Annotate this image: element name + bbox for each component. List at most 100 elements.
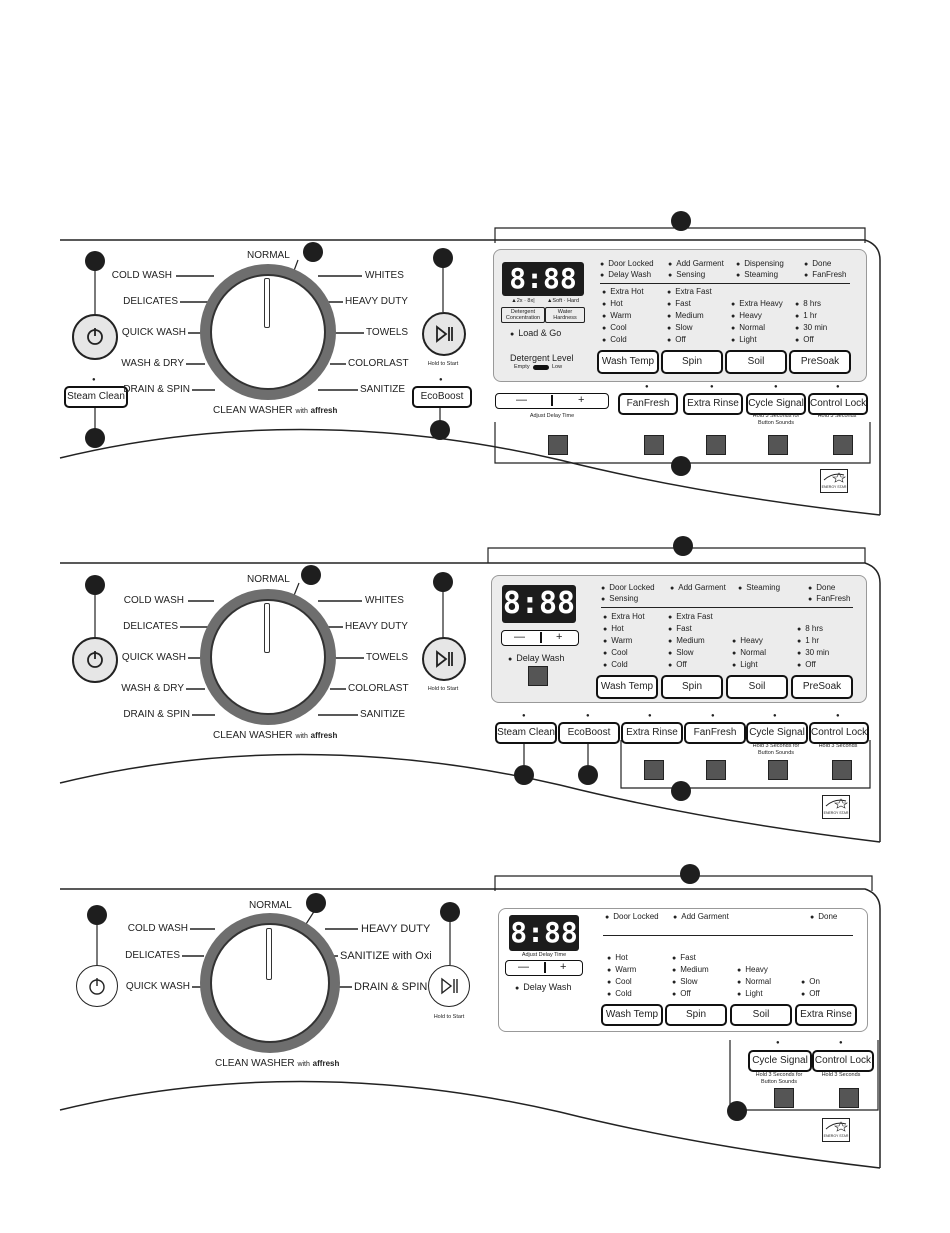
callout-marker — [430, 420, 450, 440]
dial-label-clean-washer: CLEAN WASHER with affresh — [213, 405, 337, 418]
delay-minus-button[interactable]: — — [516, 394, 527, 406]
fanfresh-button[interactable]: FanFresh — [618, 393, 678, 415]
extra-rinse-button[interactable]: Extra Rinse — [683, 393, 743, 415]
delay-plus-button[interactable]: + — [578, 394, 585, 406]
play-pause-icon — [436, 325, 453, 343]
clean-washer-text: CLEAN WASHER — [213, 730, 293, 741]
fanfresh-led: ● — [645, 384, 649, 390]
wash-temp-button[interactable]: Wash Temp — [596, 675, 658, 699]
presoak-button[interactable]: PreSoak — [791, 675, 853, 699]
clean-washer-text: CLEAN WASHER — [213, 405, 293, 416]
steam-clean-button[interactable]: Steam Clean — [495, 722, 557, 744]
hard-scale: ▲Soft · Hard — [546, 298, 580, 304]
cycle-signal-button[interactable]: Cycle Signal — [748, 1050, 812, 1072]
status-door-locked: Door Locked — [605, 912, 658, 923]
status-dispensing: Dispensing — [736, 259, 784, 270]
soil-option: Normal — [737, 977, 771, 988]
dial-label-drain-spin: DRAIN & SPIN — [354, 981, 428, 993]
presoak-button[interactable]: PreSoak — [789, 350, 851, 374]
delay-plus-button[interactable]: + — [556, 631, 563, 643]
delay-plus-button[interactable]: + — [560, 961, 567, 973]
cycle-signal-led: ● — [774, 384, 778, 390]
adjust-delay-control[interactable]: — + — [505, 960, 583, 976]
callout-marker — [85, 575, 105, 595]
display-readout: 8:88 — [509, 915, 579, 951]
callout-marker — [671, 456, 691, 476]
control-lock-led: ● — [839, 1040, 843, 1046]
ecoboost-button[interactable]: EcoBoost — [412, 386, 472, 408]
energy-star-icon — [823, 472, 846, 483]
extra-rinse-button[interactable]: Extra Rinse — [621, 722, 683, 744]
control-lock-button[interactable]: Control Lock — [809, 722, 869, 744]
wash-temp-button[interactable]: Wash Temp — [597, 350, 659, 374]
spin-option: Medium — [668, 636, 704, 647]
button-location-marker — [774, 1088, 794, 1108]
soil-button[interactable]: Soil — [726, 675, 788, 699]
start-pause-button[interactable] — [422, 637, 466, 681]
start-pause-button[interactable] — [428, 965, 470, 1007]
dial-label-towels: TOWELS — [366, 652, 409, 663]
presoak-option: 8 hrs — [797, 624, 823, 635]
adjust-delay-control[interactable]: — + — [495, 393, 609, 409]
dial-label-cold-wash: COLD WASH — [127, 923, 188, 934]
power-button[interactable] — [72, 637, 118, 683]
spin-button[interactable]: Spin — [661, 675, 723, 699]
soil-button[interactable]: Soil — [725, 350, 787, 374]
play-pause-icon — [441, 977, 458, 995]
cycle-signal-button[interactable]: Cycle Signal — [746, 393, 806, 415]
panel-divider — [601, 607, 853, 608]
status-fanfresh: FanFresh — [804, 270, 846, 281]
conc-scale: ▲2x · 8x| — [511, 298, 535, 304]
control-lock-button[interactable]: Control Lock — [808, 393, 868, 415]
extra-rinse-option: Off — [801, 989, 820, 1000]
fanfresh-button[interactable]: FanFresh — [684, 722, 746, 744]
dial-pointer — [264, 603, 270, 653]
spin-option: Off — [672, 989, 691, 1000]
water-hardness-button[interactable]: Water Hardness — [545, 307, 585, 323]
power-button[interactable] — [76, 965, 118, 1007]
spin-option: Extra Fast — [668, 612, 712, 623]
steam-clean-button[interactable]: Steam Clean — [64, 386, 128, 408]
detergent-level-bar — [533, 365, 549, 370]
dial-label-wash-dry: WASH & DRY — [121, 683, 184, 694]
adjust-delay-control[interactable]: — + — [501, 630, 579, 646]
detergent-concentration-button[interactable]: Detergent Concentration — [501, 307, 545, 323]
temp-option: Cold — [602, 335, 626, 346]
ecoboost-button[interactable]: EcoBoost — [558, 722, 620, 744]
ecoboost-led: ● — [439, 377, 443, 383]
spin-button[interactable]: Spin — [665, 1004, 727, 1026]
callout-marker — [680, 864, 700, 884]
extra-rinse-button[interactable]: Extra Rinse — [795, 1004, 857, 1026]
delay-minus-button[interactable]: — — [514, 631, 525, 643]
dial-label-quick-wash: QUICK WASH — [121, 652, 186, 663]
callout-marker — [303, 242, 323, 262]
spin-option: Off — [668, 660, 687, 671]
cycle-signal-button[interactable]: Cycle Signal — [746, 722, 808, 744]
dial-label-clean-washer: CLEAN WASHER with affresh — [215, 1058, 339, 1071]
callout-marker — [85, 428, 105, 448]
control-lock-button[interactable]: Control Lock — [812, 1050, 874, 1072]
callout-marker — [514, 765, 534, 785]
delay-minus-button[interactable]: — — [518, 961, 529, 973]
energy-star-icon — [825, 798, 848, 809]
spin-option: Slow — [672, 977, 697, 988]
spin-button[interactable]: Spin — [661, 350, 723, 374]
callout-marker — [301, 565, 321, 585]
dial-label-normal: NORMAL — [247, 250, 290, 261]
dial-label-sanitize: SANITIZE — [360, 709, 406, 720]
dial-label-drain-spin: DRAIN & SPIN — [123, 709, 190, 720]
presoak-option: Off — [797, 660, 816, 671]
dial-label-sanitize-oxi: SANITIZE with Oxi — [340, 950, 432, 962]
start-pause-button[interactable] — [422, 312, 466, 356]
dial-label-colorlast: COLORLAST — [348, 683, 409, 694]
dial-label-delicates: DELICATES — [125, 950, 180, 961]
extra-rinse-led: ● — [648, 713, 652, 719]
dial-label-delicates: DELICATES — [123, 296, 178, 307]
control-lock-led: ● — [836, 713, 840, 719]
spin-option: Fast — [672, 953, 696, 964]
wash-temp-button[interactable]: Wash Temp — [601, 1004, 663, 1026]
power-button[interactable] — [72, 314, 118, 360]
soil-button[interactable]: Soil — [730, 1004, 792, 1026]
energy-star-logo: ENERGY STAR — [822, 795, 850, 819]
